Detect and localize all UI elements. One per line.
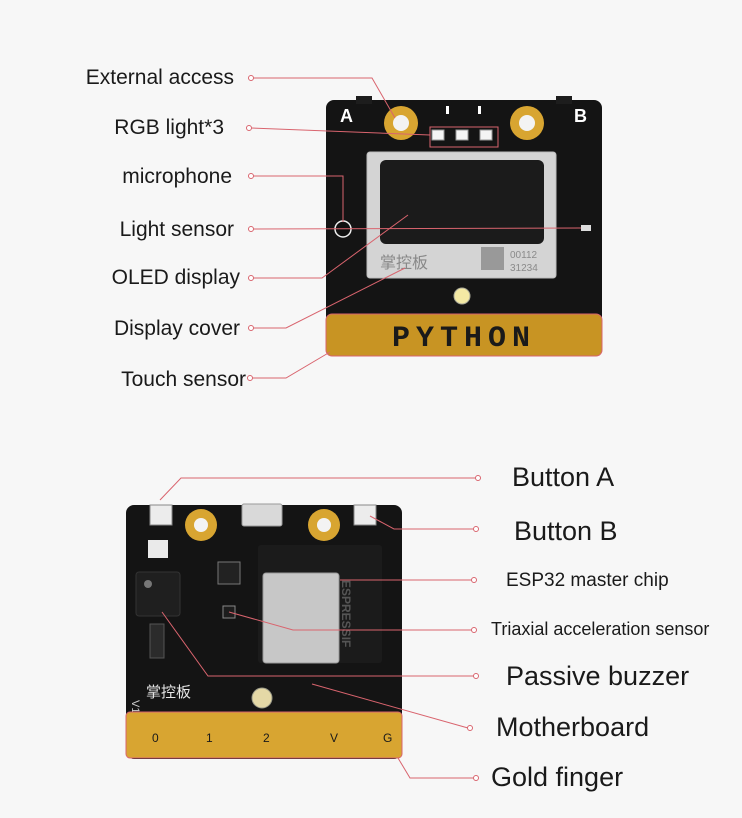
silk-serial-2: 31234 [510,263,538,274]
pin-v: V [330,731,338,745]
touch-sensor-strip [326,314,602,356]
pin-2: 2 [263,731,270,745]
label-button-a: Button A [512,462,615,492]
leader-accel [228,611,472,631]
top-leader-lines [246,75,582,381]
top-tab-left [356,96,372,104]
leader-motherboard [311,683,469,729]
passive-buzzer [135,571,181,617]
pin-0: 0 [152,731,159,745]
label-light-sensor: Light sensor [119,218,234,241]
leader-button-a [159,477,476,501]
label-motherboard: Motherboard [496,712,650,742]
usb-port [241,503,283,527]
label-rgb-light: RGB light*3 [114,116,224,139]
status-led [453,287,471,305]
label-touch-sensor: Touch sensor [121,368,246,391]
accel-chip-area [217,561,241,585]
external-access-pad-left [384,106,418,140]
leader-display-cover [253,267,406,329]
label-gold-finger: Gold finger [491,762,624,792]
label-button-b: Button B [514,516,618,546]
leader-microphone [253,175,344,222]
bottom-board: ESPRESSIF V1.0 掌控板 0 1 2 V G [125,503,403,759]
external-access-pad-right [510,106,544,140]
top-tab-right [556,96,572,104]
esp32-shield [262,572,340,664]
button-b [353,504,377,526]
silk-brand-bottom: 掌控板 [146,683,191,701]
silk-mark [446,106,449,114]
rgb-light-group [429,126,499,148]
light-sensor [581,225,591,231]
oled-display [380,160,544,244]
reset-button [148,540,168,558]
leader-touch-sensor [252,351,331,379]
silk-python: PYTHON [392,322,536,356]
leader-oled-display [253,214,409,279]
leader-gold-finger [397,757,474,779]
label-display-cover: Display cover [113,317,240,340]
bottom-led [251,687,273,709]
label-external-access: External access [85,66,234,89]
silk-chip: ESPRESSIF [339,580,353,647]
qr-code [481,247,504,270]
pin-1: 1 [206,731,213,745]
leader-light-sensor [252,227,582,230]
button-a [149,504,173,526]
silk-brand: 掌控板 [380,253,428,272]
leader-buzzer [161,611,474,677]
pin-g: G [383,731,392,745]
bottom-pad-right [308,509,340,541]
silk-serial-1: 00112 [510,250,538,261]
label-buzzer: Passive buzzer [506,661,690,691]
top-board: A B 掌控板 00112 31234 [325,96,603,357]
leader-external-access [253,77,396,119]
silk-pin-a: A [340,106,353,126]
leader-button-b [369,515,474,530]
gold-finger-pins: 0 1 2 V G [152,731,392,745]
label-oled-display: OLED display [111,266,240,289]
leader-rgb-light [250,127,431,136]
silk-mark [478,106,481,114]
label-accel: Triaxial acceleration sensor [491,619,710,639]
label-microphone: microphone [122,165,232,188]
silk-pin-b: B [574,106,587,126]
component [149,623,165,659]
bottom-pad-left [185,509,217,541]
gold-finger [126,712,402,758]
label-esp32: ESP32 master chip [506,570,669,591]
bottom-leader-lines [159,475,481,781]
